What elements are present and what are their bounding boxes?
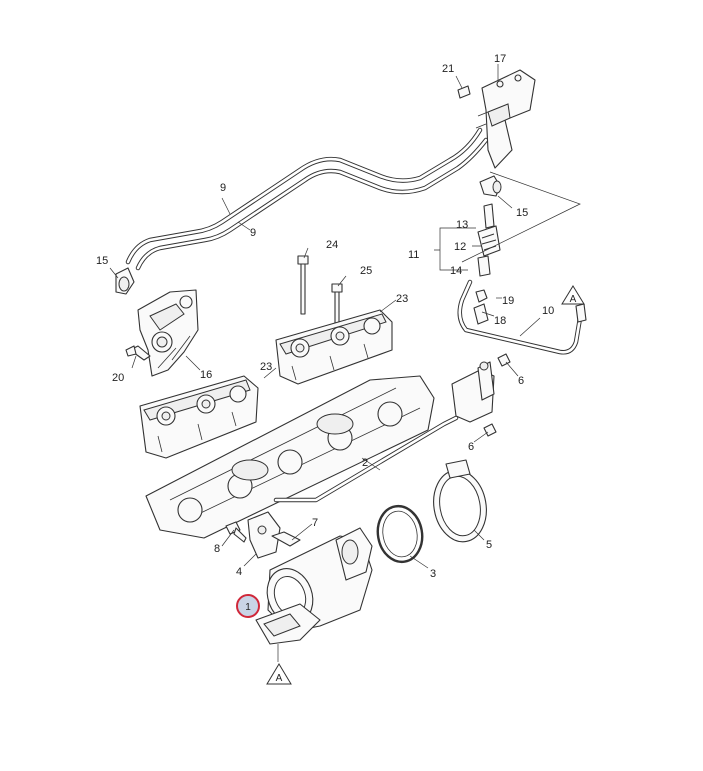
pipe-assembly-9 — [125, 127, 489, 271]
sensor-assembly-12 — [477, 203, 501, 277]
callout-3[interactable]: 3 — [430, 568, 436, 580]
callout-9-lower[interactable]: 9 — [250, 227, 256, 239]
bracket-17 — [475, 69, 536, 169]
reference-label-bottom: A — [276, 673, 283, 684]
actuator-bracket — [451, 361, 495, 423]
bolt-24 — [297, 255, 309, 315]
bolt-25 — [331, 283, 343, 333]
callout-6-lower[interactable]: 6 — [468, 441, 474, 453]
leader-lines — [109, 64, 581, 662]
highlight-circle[interactable] — [236, 594, 260, 618]
callout-23-upper[interactable]: 23 — [396, 293, 408, 305]
callout-23-left[interactable]: 23 — [260, 361, 272, 373]
callout-14[interactable]: 14 — [450, 265, 462, 277]
callout-21[interactable]: 21 — [442, 63, 454, 75]
callout-17[interactable]: 17 — [494, 53, 506, 65]
callout-1[interactable]: 1 — [245, 602, 251, 613]
injector-rail-23-upper — [275, 309, 393, 385]
cylinder-head-block — [145, 375, 435, 539]
bracket-4 — [247, 511, 281, 559]
callout-24[interactable]: 24 — [326, 239, 338, 251]
reference-marker-top: A — [561, 285, 585, 305]
callout-12[interactable]: 12 — [454, 241, 466, 253]
callout-labels: 1 2 3 4 5 6 6 7 8 9 9 10 11 12 13 14 15 … — [96, 53, 554, 613]
bolt-21 — [457, 85, 471, 99]
callout-13[interactable]: 13 — [456, 219, 468, 231]
callout-4[interactable]: 4 — [236, 566, 242, 578]
fitting-15-right — [479, 175, 502, 197]
reference-marker-bottom: A — [266, 663, 292, 685]
callout-19[interactable]: 19 — [502, 295, 514, 307]
callout-5[interactable]: 5 — [486, 539, 492, 551]
callout-7[interactable]: 7 — [312, 517, 318, 529]
bolt-7 — [271, 531, 301, 547]
valve-assembly-16 — [137, 289, 199, 377]
bolt-8 — [225, 521, 247, 543]
housing-part-1 — [255, 527, 373, 645]
callout-8[interactable]: 8 — [214, 543, 220, 555]
callout-16[interactable]: 16 — [200, 369, 212, 381]
bolt-20 — [125, 345, 151, 361]
callout-15-left[interactable]: 15 — [96, 255, 108, 267]
callout-15-right[interactable]: 15 — [516, 207, 528, 219]
bolt-6-lower — [483, 423, 497, 437]
callout-2[interactable]: 2 — [362, 457, 368, 469]
callout-9-upper[interactable]: 9 — [220, 182, 226, 194]
callout-10[interactable]: 10 — [542, 305, 554, 317]
callout-20[interactable]: 20 — [112, 372, 124, 384]
callout-11[interactable]: 11 — [408, 249, 419, 261]
reference-label-top: A — [570, 294, 577, 305]
callout-18[interactable]: 18 — [494, 315, 506, 327]
injector-rail-23-left — [139, 375, 259, 459]
nut-19 — [475, 289, 488, 303]
fitting-15-left — [115, 267, 135, 295]
rod-2 — [273, 415, 459, 503]
callout-25[interactable]: 25 — [360, 265, 372, 277]
gasket-3 — [376, 504, 424, 564]
pipe-10 — [457, 279, 587, 355]
callout-6-upper[interactable]: 6 — [518, 375, 524, 387]
clamp-5 — [433, 459, 487, 543]
